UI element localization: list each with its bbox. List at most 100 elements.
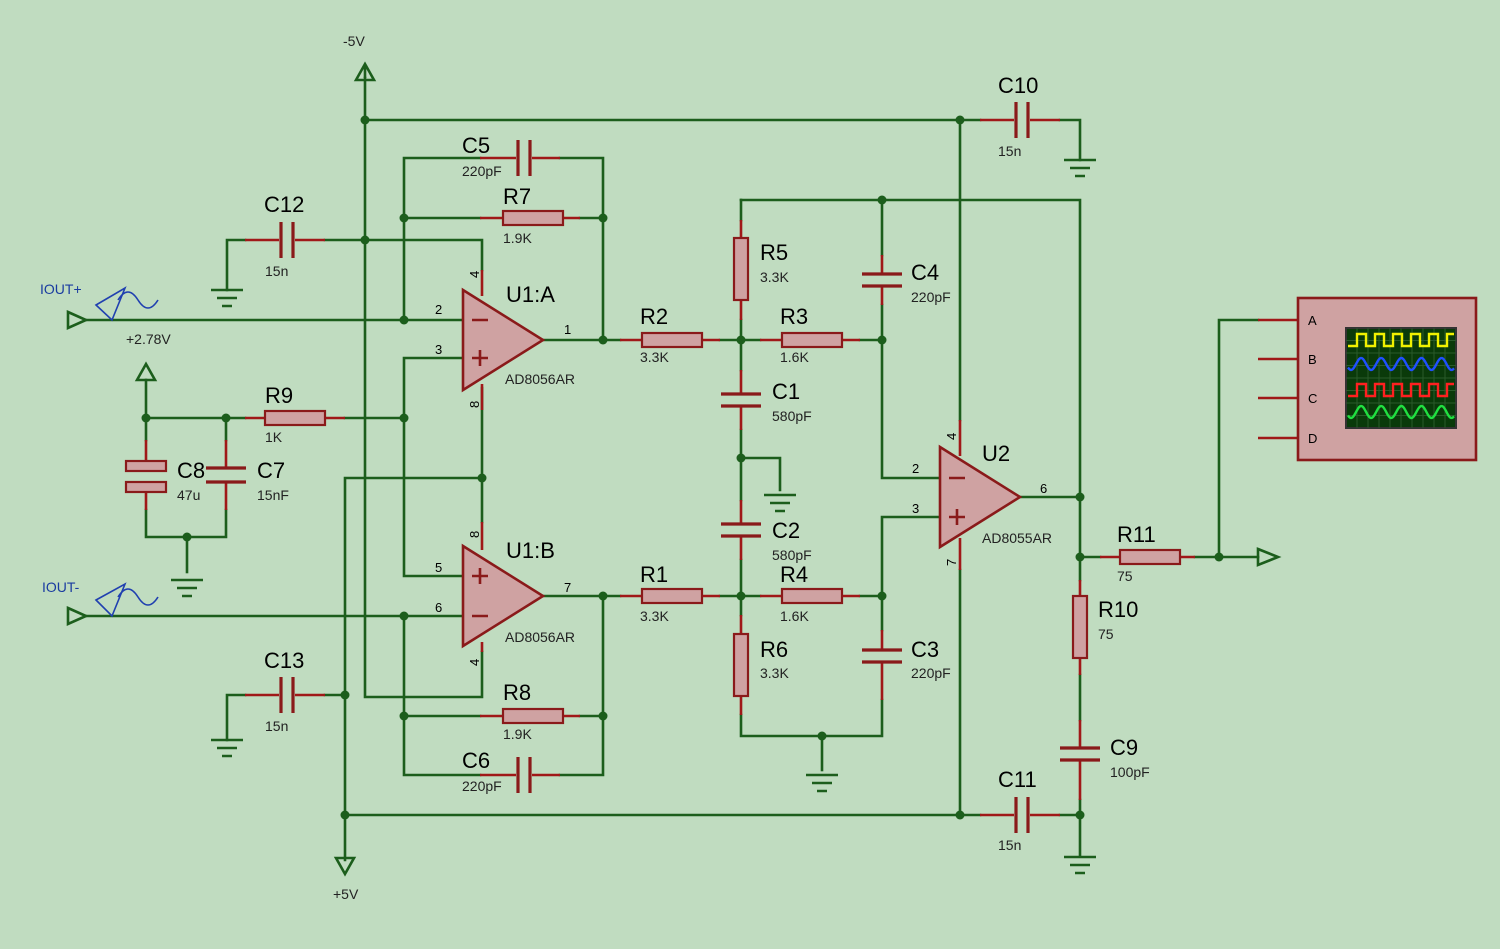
r2-ref: R2 xyxy=(640,304,668,329)
ground-icon xyxy=(211,288,243,308)
c4-ref: C4 xyxy=(911,260,939,285)
u2-pin4: 4 xyxy=(944,433,959,440)
scope-channel-b: B xyxy=(1308,352,1317,367)
resistor-r1[interactable]: R1 3.3K xyxy=(620,562,720,624)
u1b-pin6: 6 xyxy=(435,600,442,615)
resistor-r9[interactable]: R9 1K xyxy=(245,383,345,445)
u2-ref: U2 xyxy=(982,441,1010,466)
capacitor-c11[interactable]: C11 15n xyxy=(980,767,1060,853)
capacitor-c6[interactable]: C6 220pF xyxy=(462,748,560,794)
r11-ref: R11 xyxy=(1117,522,1156,547)
u1b-pin5: 5 xyxy=(435,560,442,575)
u1a-pin3: 3 xyxy=(435,342,442,357)
r3-ref: R3 xyxy=(780,304,808,329)
ground-icon xyxy=(1064,855,1096,875)
capacitor-c4[interactable]: C4 220pF xyxy=(862,255,951,305)
capacitor-c1[interactable]: C1 580pF xyxy=(721,370,812,430)
r5-ref: R5 xyxy=(760,240,788,265)
c6-ref: C6 xyxy=(462,748,490,773)
r11-value: 75 xyxy=(1117,568,1133,584)
c12-value: 15n xyxy=(265,263,288,279)
scope-channel-d: D xyxy=(1308,431,1317,446)
c3-ref: C3 xyxy=(911,637,939,662)
resistor-r6[interactable]: R6 3.3K xyxy=(732,615,789,715)
u1a-ref: U1:A xyxy=(506,282,555,307)
resistor-r4[interactable]: R4 1.6K xyxy=(760,562,860,624)
resistor-r10[interactable]: R10 75 xyxy=(1071,580,1138,675)
c5-ref: C5 xyxy=(462,133,490,158)
capacitor-c5[interactable]: C5 220pF xyxy=(462,133,560,179)
u1a-part: AD8056AR xyxy=(505,371,575,387)
c11-value: 15n xyxy=(998,837,1021,853)
r3-value: 1.6K xyxy=(780,349,809,365)
resistor-r7[interactable]: R7 1.9K xyxy=(480,184,580,246)
c1-ref: C1 xyxy=(772,379,800,404)
r10-ref: R10 xyxy=(1098,597,1138,622)
scope-trace-d xyxy=(1347,404,1455,420)
capacitor-c9[interactable]: C9 100pF xyxy=(1060,720,1150,800)
iout-minus-port[interactable]: IOUT- xyxy=(42,579,159,627)
neg-supply-terminal[interactable]: -5V xyxy=(343,33,377,82)
r8-ref: R8 xyxy=(503,680,531,705)
c13-value: 15n xyxy=(265,718,288,734)
pos-supply-label: +5V xyxy=(333,886,359,902)
opamp-u2[interactable]: U2 AD8055AR 2 3 6 4 7 xyxy=(912,420,1052,570)
resistor-r5[interactable]: R5 3.3K xyxy=(732,220,789,320)
c2-ref: C2 xyxy=(772,518,800,543)
c7-ref: C7 xyxy=(257,458,285,483)
c10-ref: C10 xyxy=(998,73,1038,98)
scope-trace-a xyxy=(1348,332,1454,348)
oscilloscope[interactable]: A B C D xyxy=(1258,296,1478,462)
u2-part: AD8055AR xyxy=(982,530,1052,546)
r2-value: 3.3K xyxy=(640,349,669,365)
c5-value: 220pF xyxy=(462,163,502,179)
capacitor-c12[interactable]: C12 15n xyxy=(245,192,325,279)
capacitor-c10[interactable]: C10 15n xyxy=(980,73,1060,159)
resistor-r2[interactable]: R2 3.3K xyxy=(620,304,720,365)
r8-value: 1.9K xyxy=(503,726,532,742)
output-port[interactable] xyxy=(1256,547,1282,567)
bias-terminal[interactable] xyxy=(134,361,158,382)
capacitor-c8[interactable]: C8 47u xyxy=(124,440,205,510)
r10-value: 75 xyxy=(1098,626,1114,642)
r9-value: 1K xyxy=(265,429,283,445)
r9-ref: R9 xyxy=(265,383,293,408)
capacitor-c7[interactable]: C7 15nF xyxy=(206,440,289,510)
c13-ref: C13 xyxy=(264,648,304,673)
u1b-pin7: 7 xyxy=(564,580,571,595)
c12-ref: C12 xyxy=(264,192,304,217)
resistor-r3[interactable]: R3 1.6K xyxy=(760,304,860,365)
capacitor-c13[interactable]: C13 15n xyxy=(245,648,325,734)
ground-icon xyxy=(1064,158,1096,178)
sine-generator-icon xyxy=(94,286,159,322)
c4-value: 220pF xyxy=(911,289,951,305)
resistor-r8[interactable]: R8 1.9K xyxy=(480,680,580,742)
sine-generator-icon xyxy=(94,582,159,618)
capacitor-c2[interactable]: C2 580pF xyxy=(721,500,812,563)
u1b-pin8: 8 xyxy=(467,531,482,538)
u1a-pin4: 4 xyxy=(467,271,482,278)
c8-value: 47u xyxy=(177,487,200,503)
r4-value: 1.6K xyxy=(780,608,809,624)
c1-value: 580pF xyxy=(772,408,812,424)
iout-plus-port[interactable]: IOUT+ +2.78V xyxy=(40,281,171,347)
r7-ref: R7 xyxy=(503,184,531,209)
c9-value: 100pF xyxy=(1110,764,1150,780)
opamp-u1a[interactable]: U1:A AD8056AR 2 3 1 4 8 xyxy=(435,270,575,410)
ground-icon xyxy=(211,738,243,758)
pos-supply-terminal[interactable]: +5V xyxy=(333,856,359,902)
c9-ref: C9 xyxy=(1110,735,1138,760)
u2-pin3: 3 xyxy=(912,501,919,516)
ground-icon xyxy=(764,493,796,513)
r7-value: 1.9K xyxy=(503,230,532,246)
u1a-pin1: 1 xyxy=(564,322,571,337)
ground-icons xyxy=(171,158,1096,875)
resistor-r11[interactable]: R11 75 xyxy=(1100,522,1195,584)
ground-icon xyxy=(171,578,203,598)
capacitor-c3[interactable]: C3 220pF xyxy=(862,630,951,700)
r1-value: 3.3K xyxy=(640,608,669,624)
c8-ref: C8 xyxy=(177,458,205,483)
opamp-u1b[interactable]: U1:B AD8056AR 5 6 7 8 4 xyxy=(435,522,575,666)
